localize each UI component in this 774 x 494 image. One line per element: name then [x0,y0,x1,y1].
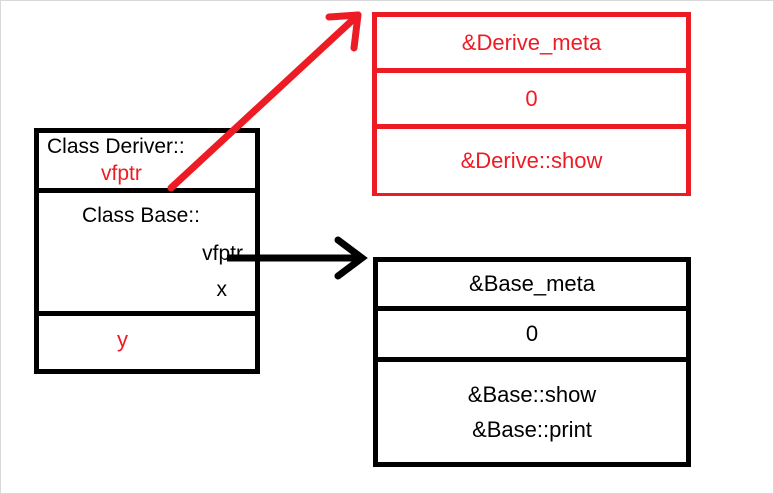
object-cell-derived-part: Class Deriver:: vfptr [39,133,255,193]
label-base-vfptr: vfptr [202,241,243,265]
derived-object-layout-box: Class Deriver:: vfptr Class Base:: vfptr… [34,128,260,374]
label-class-deriver: Class Deriver:: [47,135,185,159]
label-derive-meta: &Derive_meta [461,29,602,55]
label-base-member-x: x [216,278,228,302]
label-derive-offset: 0 [525,85,538,111]
label-base-offset: 0 [525,321,539,347]
derive-vtable-cell-meta: &Derive_meta [377,17,686,73]
label-derived-vfptr: vfptr [101,161,142,185]
base-vtable-cell-functions: &Base::show &Base::print [378,362,686,462]
base-vtable-cell-offset: 0 [378,311,686,362]
label-base-meta: &Base_meta [469,271,595,297]
label-base-show: &Base::show [467,382,597,408]
base-vtable-box: &Base_meta 0 &Base::show &Base::print [373,257,691,467]
label-base-print: &Base::print [472,416,592,442]
object-cell-derived-member: y [39,316,255,364]
object-cell-base-part: Class Base:: vfptr x [39,193,255,316]
derive-vtable-box: &Derive_meta 0 &Derive::show [372,12,691,196]
derive-vtable-cell-show: &Derive::show [377,129,686,193]
derive-vtable-cell-offset: 0 [377,73,686,129]
label-class-base: Class Base:: [82,203,200,227]
label-derive-show: &Derive::show [460,148,603,174]
label-derived-member-y: y [117,327,128,353]
base-vtable-cell-meta: &Base_meta [378,262,686,311]
